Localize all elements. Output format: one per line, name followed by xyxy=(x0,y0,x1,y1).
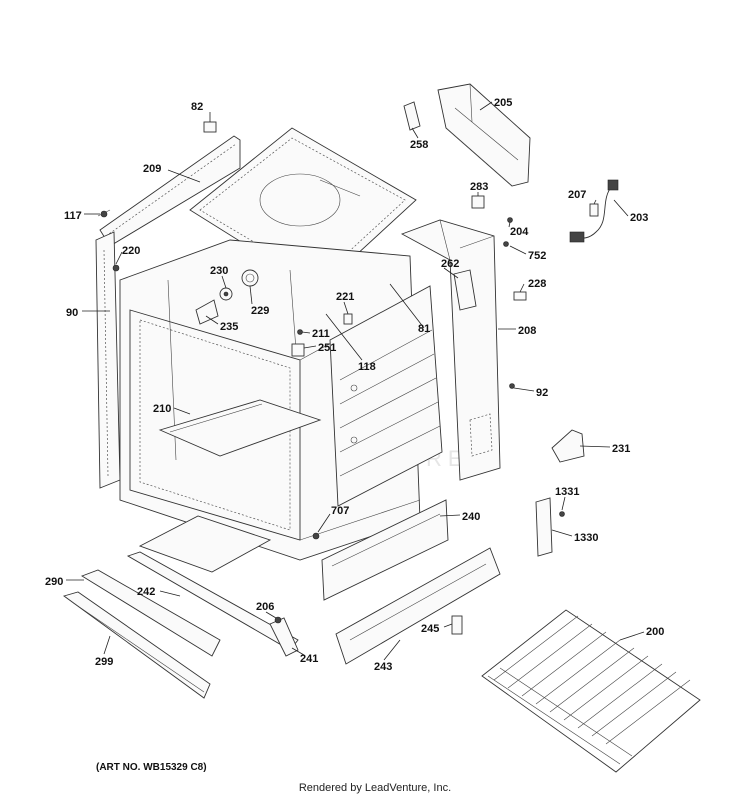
callout-220: 220 xyxy=(122,245,140,257)
part-207-terminal xyxy=(589,203,599,217)
callout-230: 230 xyxy=(210,265,228,277)
part-245-leveling-leg xyxy=(451,615,463,635)
callout-203: 203 xyxy=(630,212,648,224)
callout-228: 228 xyxy=(528,278,546,290)
callout-82: 82 xyxy=(191,101,203,113)
part-230-burner-orifice xyxy=(219,287,233,301)
callout-1331: 1331 xyxy=(555,486,579,498)
callout-207: 207 xyxy=(568,189,586,201)
callout-240: 240 xyxy=(462,511,480,523)
callout-231: 231 xyxy=(612,443,630,455)
callout-241: 241 xyxy=(300,653,318,665)
callout-208: 208 xyxy=(518,325,536,337)
callout-81: 81 xyxy=(418,323,430,335)
part-283-clip xyxy=(471,195,485,209)
leader-lines xyxy=(66,101,645,661)
part-240-lower-panel xyxy=(321,499,449,601)
callout-707: 707 xyxy=(331,505,349,517)
part-242-drawer-rail xyxy=(126,551,299,651)
part-82-bracket xyxy=(203,121,217,133)
part-299-kick-rail xyxy=(62,591,211,699)
callout-200: 200 xyxy=(646,626,664,638)
part-203-wire-harness xyxy=(569,179,619,243)
callout-229: 229 xyxy=(251,305,269,317)
callout-204: 204 xyxy=(510,226,529,238)
part-92-screw xyxy=(509,383,515,389)
callout-242: 242 xyxy=(137,586,155,598)
callout-283: 283 xyxy=(470,181,488,193)
part-235-igniter xyxy=(195,299,219,325)
part-251-bracket xyxy=(291,343,305,357)
callout-262: 262 xyxy=(441,258,459,270)
part-707-screw xyxy=(312,532,320,540)
part-1331-screw xyxy=(559,511,565,517)
part-208-rear-panel xyxy=(400,219,501,481)
callout-210: 210 xyxy=(153,403,171,415)
callout-1330: 1330 xyxy=(574,532,598,544)
part-204-screw xyxy=(507,217,513,223)
callout-290: 290 xyxy=(45,576,63,588)
callout-118: 118 xyxy=(358,361,376,373)
part-220-grommet xyxy=(112,264,120,272)
part-205-rear-vent-trim xyxy=(437,83,531,187)
part-117-screw xyxy=(97,209,111,218)
part-90-left-side-panel xyxy=(95,231,121,489)
art-number: (ART NO. WB15329 C8) xyxy=(96,762,207,773)
part-229-burner-cap xyxy=(241,269,259,287)
part-752-screw xyxy=(503,241,509,247)
callout-90: 90 xyxy=(66,307,78,319)
part-228-clip xyxy=(513,291,527,301)
part-210-oven-bottom xyxy=(138,515,272,573)
part-211-screw xyxy=(297,329,303,335)
part-221-clip xyxy=(343,313,353,325)
callout-117: 117 xyxy=(64,210,82,222)
callout-235: 235 xyxy=(220,321,238,333)
callout-92: 92 xyxy=(536,387,548,399)
part-243-storage-drawer xyxy=(335,547,501,665)
callout-299: 299 xyxy=(95,656,113,668)
callout-245: 245 xyxy=(421,623,439,635)
callout-206: 206 xyxy=(256,601,274,613)
callout-209: 209 xyxy=(143,163,161,175)
callout-205: 205 xyxy=(494,97,512,109)
footer-credit: Rendered by LeadVenture, Inc. xyxy=(298,782,452,794)
callout-752: 752 xyxy=(528,250,546,262)
part-81-oven-side-liner xyxy=(329,285,443,507)
part-258-clip xyxy=(403,101,421,131)
callout-258: 258 xyxy=(410,139,428,151)
part-200-oven-rack xyxy=(481,609,701,773)
part-1330-bracket xyxy=(535,497,553,557)
part-206-screw xyxy=(274,616,282,624)
part-262-bracket xyxy=(453,269,477,311)
callout-251: 251 xyxy=(318,342,336,354)
part-290-front-trim xyxy=(80,569,221,657)
callout-221: 221 xyxy=(336,291,354,303)
callout-243: 243 xyxy=(374,661,392,673)
callout-211: 211 xyxy=(312,328,330,340)
part-231-bracket xyxy=(551,429,585,463)
